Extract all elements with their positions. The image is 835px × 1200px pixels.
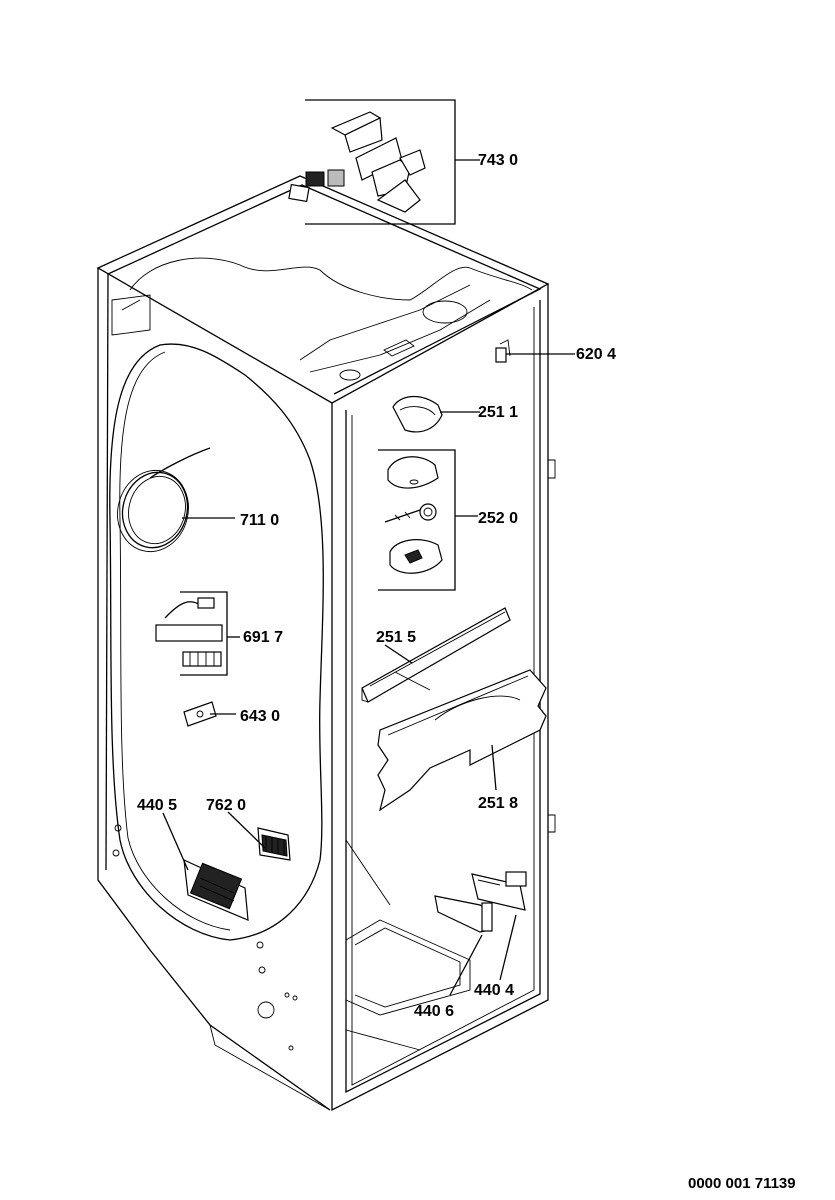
part-group-2520: 252 0 — [378, 449, 518, 591]
callout-7430: 743 0 — [478, 152, 518, 169]
part-2511: 251 1 — [392, 396, 518, 433]
callout-7110: 711 0 — [240, 512, 279, 529]
callout-4406: 440 6 — [414, 1003, 454, 1020]
part-4405: 440 5 — [137, 797, 249, 921]
callout-4404: 440 4 — [474, 982, 514, 999]
callout-2520: 252 0 — [478, 510, 518, 527]
part-7110: 711 0 — [117, 447, 279, 553]
callout-6917: 691 7 — [243, 629, 283, 646]
callout-2518: 251 8 — [478, 795, 518, 812]
part-2515: 251 5 — [361, 607, 511, 703]
callout-7620: 762 0 — [206, 797, 246, 814]
part-6204: 620 4 — [495, 339, 616, 363]
callout-6204: 620 4 — [576, 346, 616, 363]
part-7620: 762 0 — [206, 797, 291, 861]
part-4406: 440 6 — [414, 895, 493, 1020]
part-group-6917: 691 7 — [155, 591, 283, 676]
part-group-7430: 743 0 — [288, 99, 518, 225]
part-6430: 643 0 — [183, 701, 280, 727]
callout-4405: 440 5 — [137, 797, 177, 814]
part-4404: 440 4 — [471, 871, 527, 999]
diagram-reference-number: 0000 001 71139 — [688, 1175, 796, 1192]
callout-2515: 251 5 — [376, 629, 416, 646]
callout-2511: 251 1 — [478, 404, 518, 421]
part-2518: 251 8 — [377, 669, 547, 812]
callout-6430: 643 0 — [240, 708, 280, 725]
cabinet-body — [96, 175, 556, 1112]
